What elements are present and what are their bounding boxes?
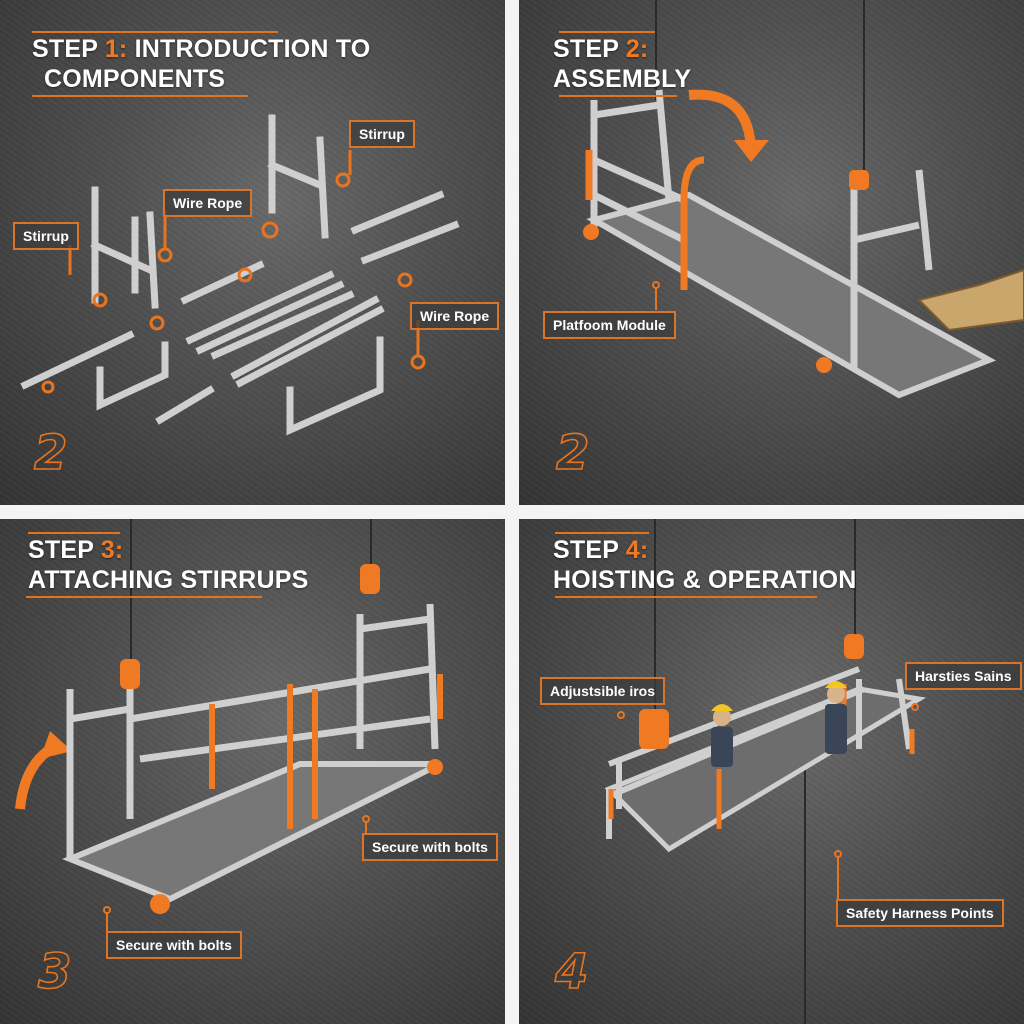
step-prefix: STEP bbox=[28, 536, 101, 564]
label-adjustable-irons: Adjustsible iros bbox=[540, 677, 666, 705]
corner-step-number: 4 bbox=[554, 943, 589, 1001]
label-wire-rope-lower: Wire Rope bbox=[410, 302, 500, 330]
hoisting-operation-illustration bbox=[604, 634, 927, 899]
platform-assembly-illustration bbox=[583, 89, 1024, 399]
wire-rope bbox=[854, 519, 856, 649]
title-line-2: ASSEMBLY bbox=[553, 65, 692, 93]
step-number: 4: bbox=[625, 536, 649, 564]
title-bottom-rule bbox=[559, 95, 677, 97]
label-safety-harness-points: Safety Harness Points bbox=[836, 899, 1004, 927]
step-number: 1: bbox=[104, 35, 128, 63]
wire-rope bbox=[804, 759, 806, 1024]
title-top-rule bbox=[28, 532, 120, 534]
step-3-panel: STEP 3: ATTACHING STIRRUPS Secure with b… bbox=[0, 519, 505, 1024]
label-stirrup-upper: Stirrup bbox=[349, 120, 415, 148]
wire-rope bbox=[863, 0, 865, 175]
components-exploded-illustration bbox=[20, 114, 460, 436]
step-prefix: STEP bbox=[553, 35, 626, 63]
step-4-title: STEP 4: HOISTING & OPERATION bbox=[553, 535, 857, 595]
title-top-rule bbox=[555, 532, 649, 534]
step-3-title: STEP 3: ATTACHING STIRRUPS bbox=[28, 535, 308, 595]
label-secure-bolts-right: Secure with bolts bbox=[362, 833, 498, 861]
wire-rope bbox=[370, 519, 372, 569]
step-number: 2: bbox=[625, 35, 649, 63]
label-secure-bolts-left: Secure with bolts bbox=[106, 931, 242, 959]
step-prefix: STEP bbox=[32, 35, 105, 63]
wire-rope bbox=[130, 519, 132, 659]
step-1-title: STEP 1: INTRODUCTION TO COMPONENTS bbox=[32, 34, 370, 94]
worker-figure-2 bbox=[825, 681, 847, 754]
step-1-panel: STEP 1: INTRODUCTION TO COMPONENTS bbox=[0, 0, 505, 505]
worker-figure-1 bbox=[711, 704, 733, 767]
step-2-title: STEP 2: ASSEMBLY bbox=[553, 34, 691, 94]
title-line-2: ATTACHING STIRRUPS bbox=[28, 566, 309, 594]
step-number: 3: bbox=[100, 536, 124, 564]
step-2-panel: STEP 2: ASSEMBLY Platfoom Module 2 bbox=[519, 0, 1024, 505]
title-bottom-rule bbox=[32, 95, 248, 97]
label-platform-module: Platfoom Module bbox=[543, 311, 676, 339]
corner-step-number: 3 bbox=[37, 943, 72, 1001]
rotate-arrow-icon bbox=[688, 89, 756, 151]
title-top-rule bbox=[559, 31, 655, 33]
title-line-2: COMPONENTS bbox=[44, 65, 226, 93]
label-wire-rope-upper: Wire Rope bbox=[163, 189, 253, 217]
wire-rope bbox=[655, 0, 657, 100]
title-top-rule bbox=[32, 31, 278, 33]
label-harsties-sains: Harsties Sains bbox=[905, 662, 1022, 690]
title-bottom-rule bbox=[555, 596, 817, 598]
gloved-hand-with-wrench bbox=[917, 268, 1024, 332]
title-line-2: HOISTING & OPERATION bbox=[553, 566, 857, 594]
step-4-panel: STEP 4: HOISTING & OPERATION Adjust bbox=[519, 519, 1024, 1024]
wire-rope bbox=[654, 519, 656, 714]
title-bottom-rule bbox=[26, 596, 262, 598]
stirrup-attachment-illustration bbox=[15, 564, 443, 932]
label-stirrup-left: Stirrup bbox=[13, 222, 79, 250]
corner-step-number: 2 bbox=[555, 424, 590, 482]
title-line-1: INTRODUCTION TO bbox=[134, 35, 371, 63]
step-prefix: STEP bbox=[553, 536, 626, 564]
corner-step-number: 2 bbox=[33, 424, 68, 482]
